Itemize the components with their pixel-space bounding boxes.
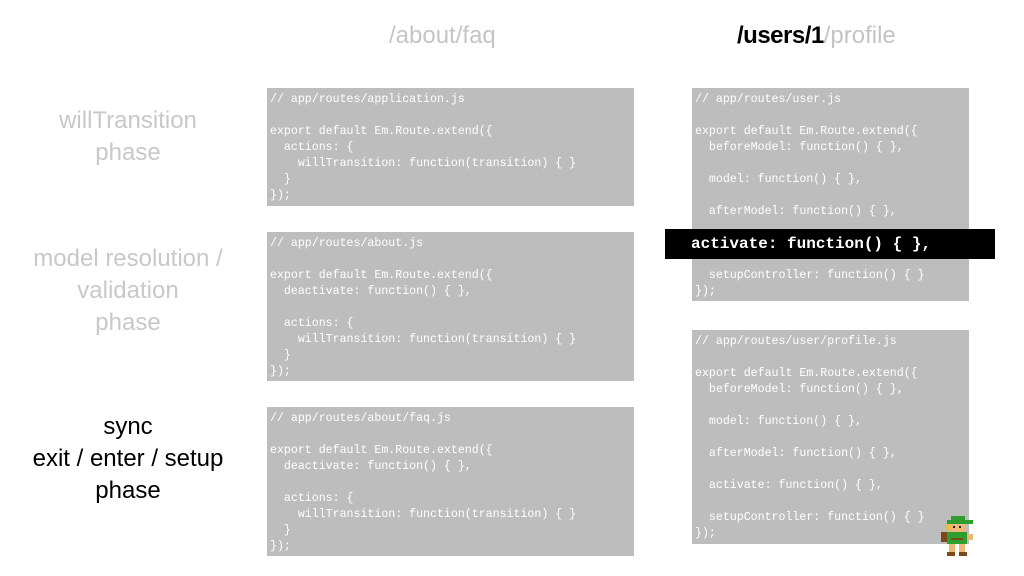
- code-line: [695, 430, 969, 446]
- code-line: });: [270, 540, 291, 553]
- code-line: willTransition: function(transition) { }: [270, 333, 577, 346]
- code-line: // app/routes/about.js: [270, 237, 424, 250]
- phase-line: model resolution /: [33, 245, 223, 272]
- route-heading-users-profile: /users/1/profile: [737, 22, 896, 50]
- code-line: }: [270, 524, 291, 537]
- code-line: actions: {: [270, 492, 354, 505]
- code-line: [695, 462, 969, 478]
- code-line: deactivate: function() { },: [270, 460, 472, 473]
- route-heading-about-faq: /about/faq: [389, 22, 496, 49]
- code-line: [695, 156, 969, 172]
- code-line: [270, 108, 634, 124]
- link-character-sprite-icon: [941, 516, 973, 556]
- phase-label-sync: sync exit / enter / setup phase: [10, 411, 246, 507]
- code-line: [270, 427, 634, 443]
- code-block-application: // app/routes/application.js export defau…: [267, 88, 634, 206]
- code-block-faq: // app/routes/about/faq.js export default…: [267, 407, 634, 556]
- code-line: [695, 108, 969, 124]
- code-line: // app/routes/application.js: [270, 93, 465, 106]
- code-line: });: [270, 189, 291, 202]
- phase-line: sync: [103, 413, 153, 440]
- code-line: afterModel: function() { },: [695, 205, 897, 218]
- code-block-profile: // app/routes/user/profile.js export defa…: [692, 330, 969, 544]
- phase-line: phase: [95, 139, 161, 166]
- code-line: setupController: function() { }: [695, 269, 925, 282]
- code-line: [270, 300, 634, 316]
- code-line: // app/routes/about/faq.js: [270, 412, 451, 425]
- code-line: [695, 398, 969, 414]
- phase-line: exit / enter / setup: [32, 445, 224, 472]
- code-line: willTransition: function(transition) { }: [270, 508, 577, 521]
- code-line: model: function() { },: [695, 415, 862, 428]
- phase-label-will-transition: willTransition phase: [10, 105, 246, 169]
- route-heading-rest: /profile: [823, 22, 896, 49]
- phase-line: phase: [95, 309, 161, 336]
- highlighted-activate-line: activate: function() { },: [665, 229, 995, 259]
- code-block-user: // app/routes/user.js export default Em.R…: [692, 88, 969, 301]
- code-line: activate: function() { },: [695, 479, 883, 492]
- code-line: });: [695, 527, 716, 540]
- code-line: // app/routes/user/profile.js: [695, 335, 897, 348]
- code-line: }: [270, 349, 291, 362]
- code-line: [695, 350, 969, 366]
- code-line: export default Em.Route.extend({: [695, 125, 918, 138]
- code-line: export default Em.Route.extend({: [270, 444, 493, 457]
- code-line: });: [270, 365, 291, 378]
- phase-label-model-resolution: model resolution / validation phase: [10, 243, 246, 339]
- code-line: export default Em.Route.extend({: [270, 269, 493, 282]
- code-line: }: [270, 173, 291, 186]
- code-line: willTransition: function(transition) { }: [270, 157, 577, 170]
- code-line: });: [695, 285, 716, 298]
- code-line: afterModel: function() { },: [695, 447, 897, 460]
- phase-line: validation: [77, 277, 179, 304]
- code-line: actions: {: [270, 141, 354, 154]
- code-line: model: function() { },: [695, 173, 862, 186]
- code-line: export default Em.Route.extend({: [695, 367, 918, 380]
- code-line: actions: {: [270, 317, 354, 330]
- code-line: export default Em.Route.extend({: [270, 125, 493, 138]
- code-line: // app/routes/user.js: [695, 93, 842, 106]
- code-line: deactivate: function() { },: [270, 285, 472, 298]
- code-line: beforeModel: function() { },: [695, 383, 904, 396]
- phase-line: willTransition: [59, 107, 197, 134]
- code-line: [270, 252, 634, 268]
- code-line: [270, 475, 634, 491]
- code-line: beforeModel: function() { },: [695, 141, 904, 154]
- code-block-about: // app/routes/about.js export default Em.…: [267, 232, 634, 381]
- code-line: [695, 494, 969, 510]
- code-line: [695, 188, 969, 204]
- code-line: setupController: function() { }: [695, 511, 925, 524]
- phase-line: phase: [95, 477, 161, 504]
- route-heading-strong: /users/1: [737, 22, 824, 49]
